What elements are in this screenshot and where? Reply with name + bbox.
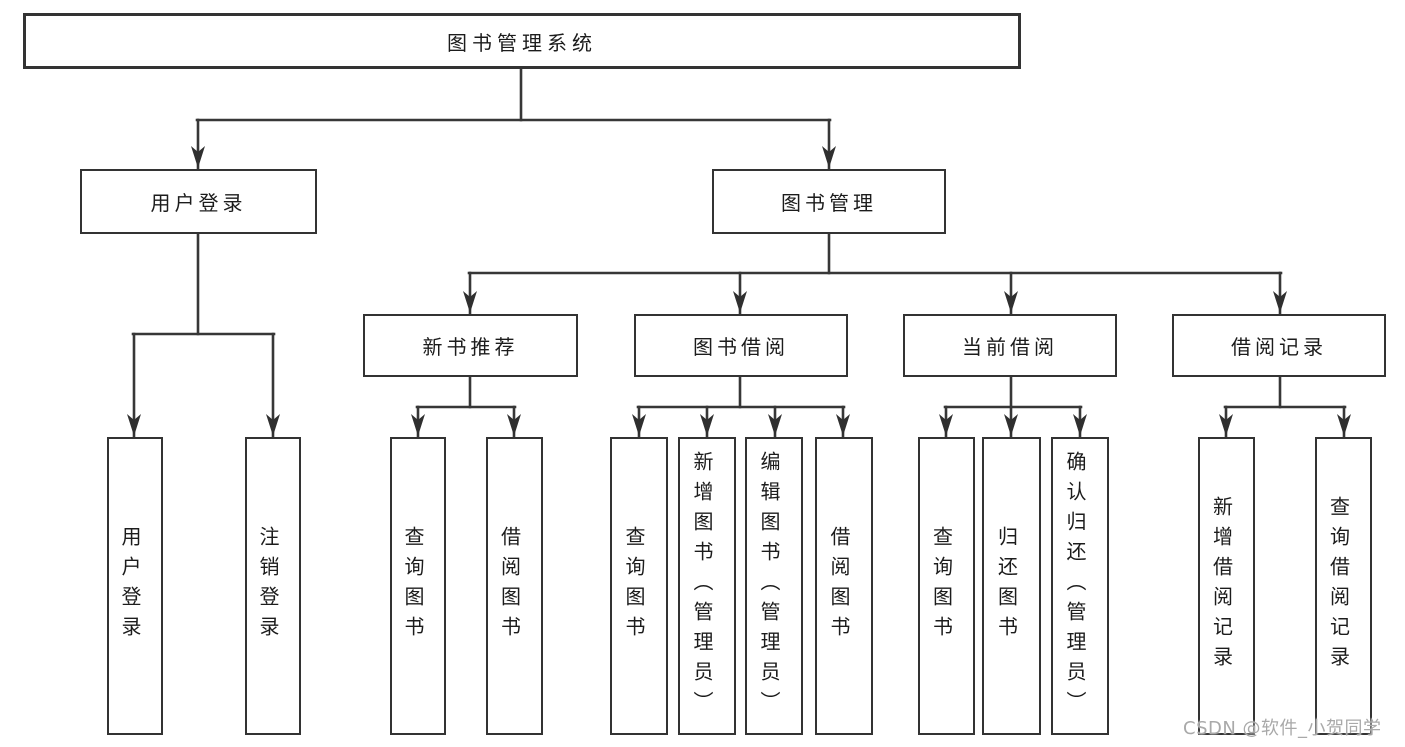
leaf-bb-add-books-admin: 新增图书（管理员） <box>678 437 736 735</box>
node-book-borrowing: 图书借阅 <box>634 314 848 377</box>
leaf-nb-borrow-books: 借阅图书 <box>486 437 543 735</box>
leaf-label: 新增借阅记录 <box>1209 496 1234 676</box>
leaf-br-query-record: 查询借阅记录 <box>1315 437 1372 735</box>
leaf-logout: 注销登录 <box>245 437 301 735</box>
leaf-label: 用户登录 <box>118 526 142 646</box>
leaf-user-login: 用户登录 <box>107 437 163 735</box>
node-label: 借阅记录 <box>1231 335 1327 359</box>
node-label: 用户登录 <box>150 191 247 215</box>
leaf-label: 查询借阅记录 <box>1326 496 1351 676</box>
node-label: 图书管理系统 <box>447 30 597 55</box>
leaf-label: 查询图书 <box>401 526 425 646</box>
node-book-management: 图书管理 <box>712 169 946 234</box>
node-label: 图书借阅 <box>693 335 789 359</box>
leaf-label: 归还图书 <box>994 526 1019 646</box>
leaf-br-add-record: 新增借阅记录 <box>1198 437 1255 735</box>
node-new-book-recommend: 新书推荐 <box>363 314 578 377</box>
node-label: 图书管理 <box>781 191 877 215</box>
leaf-cb-return-books: 归还图书 <box>982 437 1041 735</box>
leaf-cb-query-books: 查询图书 <box>918 437 975 735</box>
leaf-cb-confirm-return-admin: 确认归还（管理员） <box>1051 437 1109 735</box>
leaf-bb-query-books: 查询图书 <box>610 437 668 735</box>
node-user-login: 用户登录 <box>80 169 317 234</box>
leaf-label: 查询图书 <box>929 526 954 646</box>
csdn-watermark: CSDN @软件_小贺同学 <box>1183 718 1382 739</box>
leaf-label: 借阅图书 <box>827 526 851 646</box>
leaf-label: 借阅图书 <box>497 526 522 646</box>
node-current-borrowing: 当前借阅 <box>903 314 1117 377</box>
leaf-bb-edit-books-admin: 编辑图书（管理员） <box>745 437 803 735</box>
node-label: 当前借阅 <box>962 335 1058 359</box>
leaf-label: 编辑图书（管理员） <box>757 451 781 721</box>
leaf-label: 查询图书 <box>622 526 646 646</box>
leaf-label: 注销登录 <box>256 526 280 646</box>
leaf-label: 新增图书（管理员） <box>690 451 714 721</box>
leaf-bb-borrow-books: 借阅图书 <box>815 437 873 735</box>
node-library-management-system: 图书管理系统 <box>23 13 1021 69</box>
leaf-label: 确认归还（管理员） <box>1063 451 1087 721</box>
node-label: 新书推荐 <box>422 335 519 359</box>
node-borrowing-records: 借阅记录 <box>1172 314 1386 377</box>
leaf-nb-query-books: 查询图书 <box>390 437 446 735</box>
